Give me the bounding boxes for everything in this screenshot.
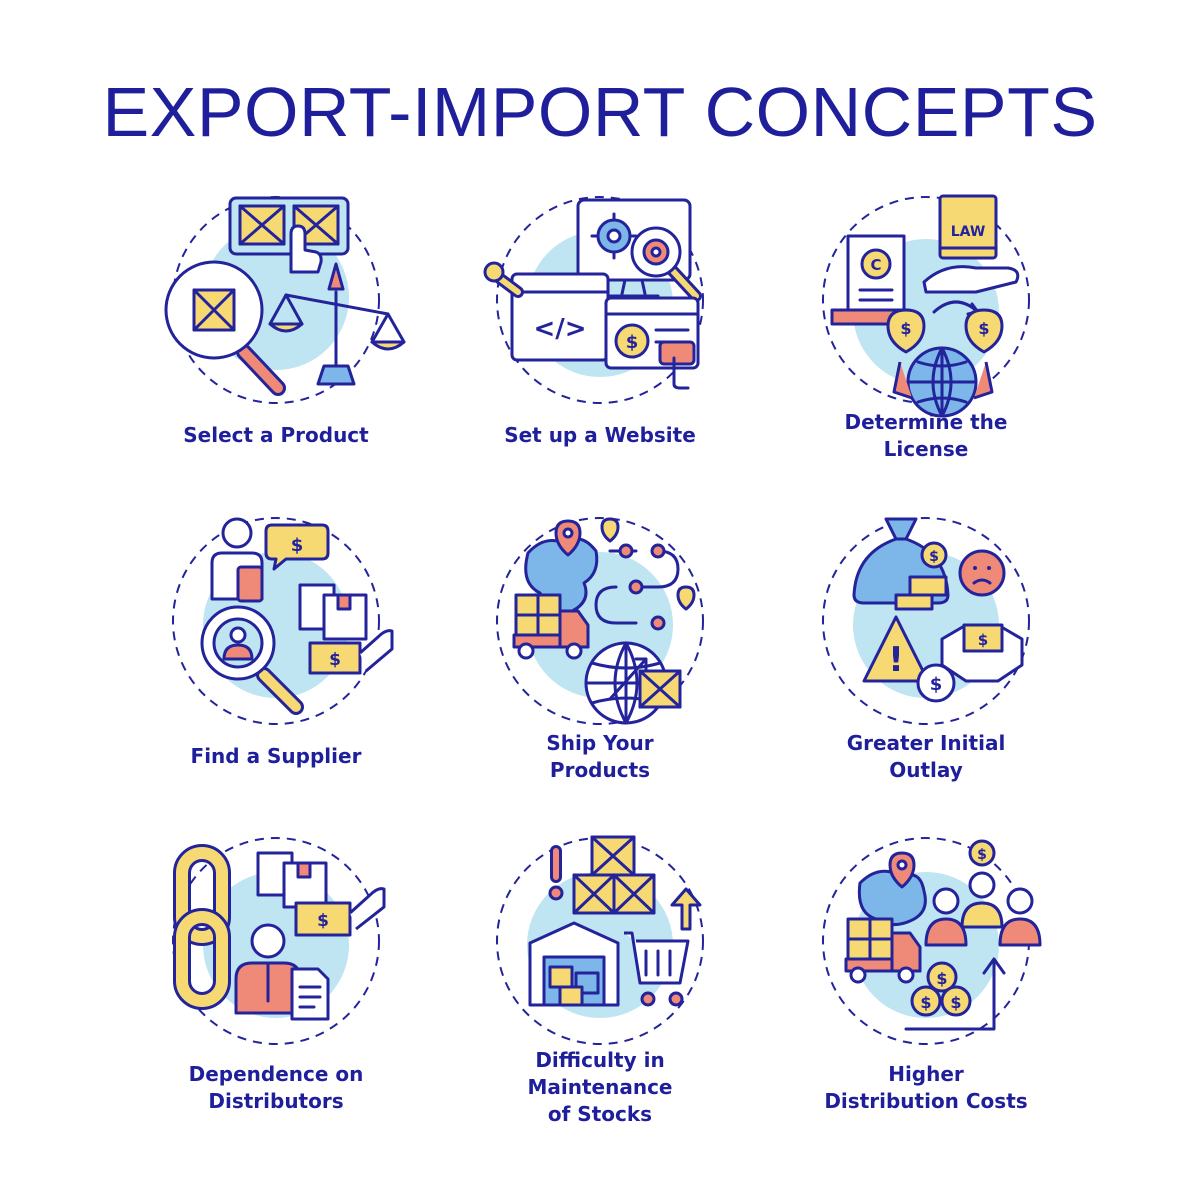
concept-card-determine-license: LAW C $ $ Determine the License [763,192,1089,522]
dollar-symbol: $ [291,535,304,556]
concept-card-ship-products: Ship Your Products [437,513,763,843]
concept-label: Determine the License [844,410,1008,461]
dollar-symbol: $ [920,993,931,1012]
concept-label: Find a Supplier [190,744,362,768]
concept-card-select-product: Select a Product [113,192,439,522]
dollar-symbol: $ [978,631,988,649]
law-text: LAW [951,224,986,240]
concept-card-find-supplier: $ $ Find a Supplier [113,513,439,843]
law-license-icon: LAW C $ $ [822,194,1030,418]
dollar-symbol: $ [317,911,329,931]
concept-card-dependence-distributors: $ Dependence on Distributors [113,833,439,1163]
dollar-symbol: $ [930,674,943,695]
money-bag-warning-icon: $ ! $ $ [822,517,1030,725]
dollar-symbol: $ [977,847,987,863]
shipping-route-icon [496,517,704,725]
scale-box-magnifier-icon [164,196,406,404]
concept-label: Dependence on Distributors [188,1062,364,1113]
dollar-symbol: $ [329,650,341,670]
concept-label: Greater Initial Outlay [846,731,1006,782]
code-symbol: </> [533,314,586,344]
page-title: EXPORT-IMPORT CONCEPTS [102,73,1098,151]
copyright-symbol: C [870,256,881,274]
concept-label: Higher Distribution Costs [824,1062,1028,1113]
concept-card-difficulty-stocks: Difficulty in Maintenance of Stocks [437,833,763,1163]
chain-distributor-icon: $ [172,837,386,1045]
dollar-symbol: $ [936,969,947,988]
concept-card-set-up-website: </> $ Set up a Website [437,192,763,522]
concept-card-greater-initial-outlay: $ ! $ $ Greater Initial Outlay [763,513,1089,843]
concept-label: Difficulty in Maintenance of Stocks [527,1048,673,1126]
website-gear-icon: </> $ [483,196,704,404]
dollar-symbol: $ [929,549,939,565]
dollar-symbol: $ [900,319,911,338]
distribution-costs-icon: $ $ $ $ [822,837,1042,1045]
exclamation-symbol: ! [888,640,904,680]
warehouse-stock-icon [496,835,704,1045]
concept-label: Ship Your Products [546,731,654,782]
supplier-search-icon: $ $ [172,517,394,725]
concept-card-higher-distribution-costs: $ $ $ $ Higher Distribution Costs [763,833,1089,1163]
dollar-symbol: $ [626,332,639,353]
dollar-symbol: $ [950,993,961,1012]
concept-label: Select a Product [183,423,369,447]
concept-label: Set up a Website [504,423,696,447]
dollar-symbol: $ [978,319,989,338]
